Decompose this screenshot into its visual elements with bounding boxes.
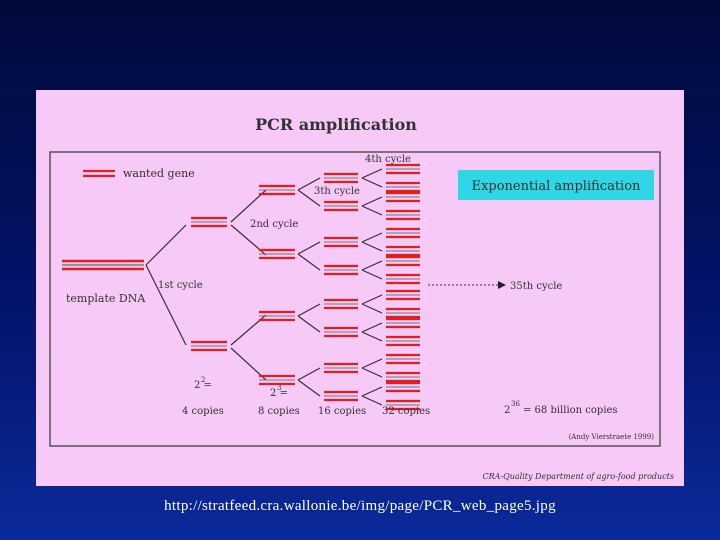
c4-dna-8 bbox=[386, 273, 420, 285]
c4-dna-16 bbox=[386, 399, 420, 411]
exponential-box-label: Exponential amplification bbox=[472, 179, 641, 194]
c4-dna-10 bbox=[386, 307, 420, 319]
c4-dna-13 bbox=[386, 353, 420, 365]
c4-dna-11 bbox=[386, 317, 420, 329]
template-label: template DNA bbox=[66, 292, 146, 305]
branch-c4-11 bbox=[361, 322, 383, 333]
branch-c4-12 bbox=[361, 331, 383, 342]
c3-dna-8 bbox=[324, 390, 358, 402]
cycle2-products bbox=[259, 184, 295, 386]
cycle4-products bbox=[386, 163, 420, 411]
branch-c3-2 bbox=[297, 189, 321, 207]
branch-c3-1 bbox=[297, 177, 321, 191]
c3-dna-5 bbox=[324, 298, 358, 310]
attribution: (Andy Vierstraete 1999) bbox=[569, 433, 655, 441]
count-8-sup: 3 bbox=[277, 384, 281, 392]
cycle3-products bbox=[324, 172, 358, 402]
exponential-box: Exponential amplification bbox=[458, 170, 654, 200]
pcr-figure: PCR amplification wanted gene template D… bbox=[36, 90, 684, 486]
c3-dna-3 bbox=[324, 236, 358, 248]
count-35th: 2 36 = 68 billion copies bbox=[504, 400, 618, 416]
c4-dna-6 bbox=[386, 245, 420, 257]
c3-dna-1 bbox=[324, 172, 358, 184]
c3-dna-4 bbox=[324, 264, 358, 276]
c1-dna-2 bbox=[191, 340, 227, 352]
figure-title: PCR amplification bbox=[255, 115, 417, 134]
c2-dna-2 bbox=[259, 248, 295, 260]
branch-c4-14 bbox=[361, 367, 383, 378]
branch-c4-15 bbox=[361, 386, 383, 397]
cycle-3-label: 3th cycle bbox=[314, 186, 360, 197]
slide-caption-url: http://stratfeed.cra.wallonie.be/img/pag… bbox=[164, 498, 556, 514]
cycle1-products bbox=[191, 216, 227, 352]
exponential-box-bg bbox=[458, 170, 654, 200]
branch-c3-7 bbox=[297, 367, 321, 381]
c2-dna-3 bbox=[259, 310, 295, 322]
count-8-copies: 8 copies bbox=[258, 406, 300, 417]
c4-dna-9 bbox=[386, 289, 420, 301]
branch-c4-1 bbox=[361, 168, 383, 179]
count-4-formula: 2 = bbox=[194, 380, 212, 391]
c4-dna-4 bbox=[386, 209, 420, 221]
branch-c4-13 bbox=[361, 358, 383, 369]
branch-c4-6 bbox=[361, 241, 383, 252]
count-16-copies: 16 copies bbox=[318, 406, 366, 417]
branch-c4-2 bbox=[361, 177, 383, 188]
cycle3-branches bbox=[297, 177, 321, 397]
branch-c1-up bbox=[145, 224, 187, 266]
count-32-copies: 32 copies bbox=[382, 406, 430, 417]
legend-wanted-gene: wanted gene bbox=[83, 167, 195, 180]
c4-dna-14 bbox=[386, 371, 420, 383]
c4-dna-1 bbox=[386, 163, 420, 175]
branch-c4-8 bbox=[361, 269, 383, 280]
branch-c3-8 bbox=[297, 379, 321, 397]
c4-dna-15 bbox=[386, 381, 420, 393]
arrow-35th-cycle: 35th cycle bbox=[428, 281, 562, 292]
c4-dna-12 bbox=[386, 335, 420, 347]
branch-c4-3 bbox=[361, 196, 383, 207]
branch-c3-5 bbox=[297, 303, 321, 317]
template-dna: template DNA bbox=[62, 259, 146, 305]
cycle1-branches bbox=[145, 224, 187, 346]
count-4-sup: 2 bbox=[201, 376, 205, 384]
branch-c3-4 bbox=[297, 253, 321, 271]
legend-label: wanted gene bbox=[123, 167, 195, 180]
cycle-35-label: 35th cycle bbox=[510, 281, 562, 292]
branch-c2-d bbox=[230, 347, 267, 381]
branch-c2-a bbox=[230, 189, 267, 223]
branch-c4-5 bbox=[361, 232, 383, 243]
count-big-text: = 68 billion copies bbox=[523, 405, 618, 416]
branch-c4-16 bbox=[361, 395, 383, 406]
c3-dna-6 bbox=[324, 326, 358, 338]
c4-dna-7 bbox=[386, 255, 420, 267]
count-big-sup: 36 bbox=[511, 400, 520, 408]
c4-dna-5 bbox=[386, 227, 420, 239]
count-8-formula: 2 = bbox=[270, 388, 288, 399]
branch-c3-6 bbox=[297, 315, 321, 333]
c2-dna-4 bbox=[259, 374, 295, 386]
cycle-2-label: 2nd cycle bbox=[250, 219, 298, 230]
branch-c4-4 bbox=[361, 205, 383, 216]
cycle4-branches bbox=[361, 168, 383, 406]
branch-c3-3 bbox=[297, 241, 321, 255]
branch-c1-down bbox=[145, 264, 187, 346]
count-8: 2 = 3 8 copies bbox=[258, 384, 300, 417]
branch-c4-9 bbox=[361, 294, 383, 305]
pcr-diagram: PCR amplification wanted gene template D… bbox=[49, 115, 674, 481]
count-4-copies: 4 copies bbox=[182, 406, 224, 417]
credit: CRA-Quality Department of agro-food prod… bbox=[483, 472, 674, 481]
cycle-4-label: 4th cycle bbox=[365, 154, 411, 165]
branch-c4-7 bbox=[361, 260, 383, 271]
c3-dna-2 bbox=[324, 200, 358, 212]
c1-dna-1 bbox=[191, 216, 227, 228]
count-4: 2 = 2 4 copies bbox=[182, 376, 224, 417]
c3-dna-7 bbox=[324, 362, 358, 374]
cycle-1-label: 1st cycle bbox=[158, 280, 203, 291]
arrow-head bbox=[498, 281, 506, 289]
count-big-base: 2 bbox=[504, 405, 510, 416]
c4-dna-3 bbox=[386, 191, 420, 203]
c4-dna-2 bbox=[386, 181, 420, 193]
c2-dna-1 bbox=[259, 184, 295, 196]
branch-c4-10 bbox=[361, 303, 383, 314]
